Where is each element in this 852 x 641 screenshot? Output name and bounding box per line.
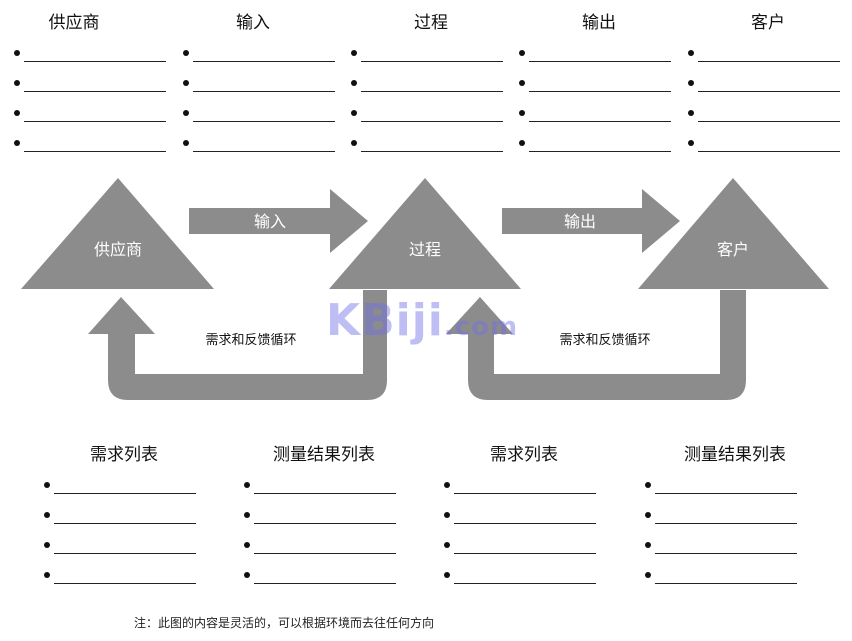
top-column-customer: 客户 bbox=[688, 8, 848, 158]
blank-line-item bbox=[244, 478, 404, 496]
watermark-logo: KBiji.com bbox=[326, 295, 518, 346]
blank-line-item bbox=[351, 76, 511, 94]
blank-line-item bbox=[44, 508, 204, 526]
blank-line-item bbox=[183, 136, 343, 154]
feedback-loop-left-label: 需求和反馈循环 bbox=[205, 333, 296, 348]
blank-line-item bbox=[645, 568, 805, 586]
blank-line-item bbox=[44, 478, 204, 496]
sipoc-flow-diagram: 供应商 过程 客户 输入 输出 需求和反馈循环 需求和反馈循环 bbox=[21, 178, 829, 400]
blank-line-item bbox=[645, 478, 805, 496]
blank-line-item bbox=[519, 46, 679, 64]
output-arrow bbox=[502, 189, 680, 253]
customer-node-label: 客户 bbox=[717, 240, 749, 259]
blank-line-item bbox=[14, 106, 174, 124]
blank-line-item bbox=[44, 538, 204, 556]
supplier-node bbox=[21, 178, 214, 289]
customer-node bbox=[638, 178, 829, 289]
input-arrow bbox=[189, 189, 368, 253]
blank-line-item bbox=[351, 106, 511, 124]
bottom-column-measurements-2: 测量结果列表 bbox=[645, 440, 805, 590]
blank-line-item bbox=[351, 136, 511, 154]
blank-line-item bbox=[444, 508, 604, 526]
top-column-process: 过程 bbox=[351, 8, 511, 158]
column-title: 客户 bbox=[751, 13, 785, 33]
watermark-suffix: .com bbox=[443, 312, 519, 342]
diagram-shapes bbox=[21, 178, 829, 400]
column-title: 输出 bbox=[582, 13, 616, 33]
footnote: 注：此图的内容是灵活的，可以根据环境而去往任何方向 bbox=[134, 616, 435, 630]
blank-line-item bbox=[183, 46, 343, 64]
blank-line-item bbox=[14, 136, 174, 154]
blank-line-item bbox=[519, 76, 679, 94]
input-arrow-label: 输入 bbox=[254, 212, 286, 231]
blank-line-item bbox=[244, 508, 404, 526]
top-column-input: 输入 bbox=[183, 8, 343, 158]
blank-line-item bbox=[519, 136, 679, 154]
feedback-loop-left-arrow bbox=[88, 290, 387, 400]
column-title: 需求列表 bbox=[90, 445, 158, 465]
blank-line-item bbox=[444, 478, 604, 496]
bottom-column-measurements-1: 测量结果列表 bbox=[244, 440, 404, 590]
top-column-output: 输出 bbox=[519, 8, 679, 158]
column-title: 测量结果列表 bbox=[684, 445, 786, 465]
column-title: 需求列表 bbox=[490, 445, 558, 465]
blank-line-item bbox=[645, 508, 805, 526]
output-arrow-label: 输出 bbox=[564, 212, 596, 231]
blank-line-item bbox=[183, 106, 343, 124]
process-node-label: 过程 bbox=[409, 240, 441, 259]
bottom-column-requirements-1: 需求列表 bbox=[44, 440, 204, 590]
feedback-loop-right-label: 需求和反馈循环 bbox=[559, 333, 650, 348]
blank-line-item bbox=[688, 76, 848, 94]
blank-line-item bbox=[14, 46, 174, 64]
blank-line-item bbox=[44, 568, 204, 586]
blank-line-item bbox=[688, 106, 848, 124]
bottom-column-requirements-2: 需求列表 bbox=[444, 440, 604, 590]
blank-line-item bbox=[244, 568, 404, 586]
column-title: 供应商 bbox=[48, 13, 100, 33]
process-node bbox=[329, 178, 521, 289]
column-title: 过程 bbox=[414, 13, 448, 33]
blank-line-item bbox=[14, 76, 174, 94]
blank-line-item bbox=[688, 136, 848, 154]
blank-line-item bbox=[351, 46, 511, 64]
feedback-loop-right-arrow bbox=[446, 290, 746, 400]
blank-line-item bbox=[519, 106, 679, 124]
top-column-supplier: 供应商 bbox=[14, 8, 174, 158]
blank-line-item bbox=[183, 76, 343, 94]
blank-line-item bbox=[444, 538, 604, 556]
column-title: 测量结果列表 bbox=[273, 445, 375, 465]
blank-line-item bbox=[645, 538, 805, 556]
blank-line-item bbox=[688, 46, 848, 64]
blank-line-item bbox=[444, 568, 604, 586]
watermark-main: KBiji bbox=[326, 295, 444, 346]
blank-line-item bbox=[244, 538, 404, 556]
supplier-node-label: 供应商 bbox=[94, 240, 142, 259]
column-title: 输入 bbox=[236, 13, 270, 33]
